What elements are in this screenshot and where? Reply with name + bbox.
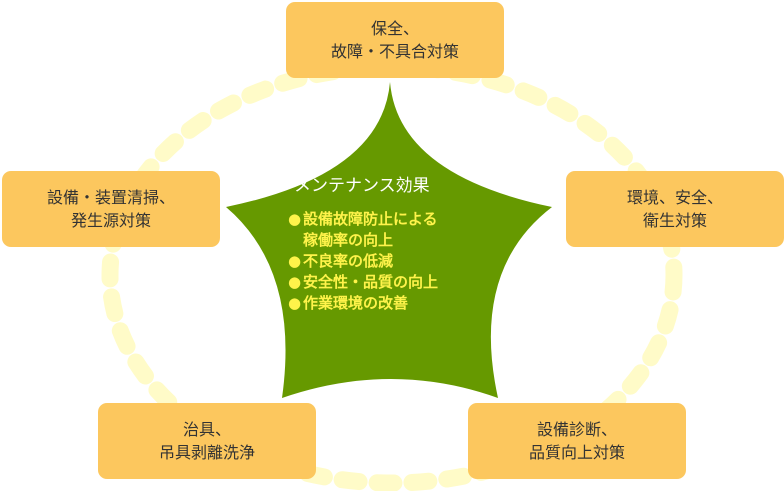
box-jig-cleaning: 治具、 吊具剥離洗浄	[98, 403, 316, 479]
effect-line: 設備故障防止による	[303, 210, 438, 228]
box-maintenance-failure: 保全、 故障・不具合対策	[286, 2, 504, 78]
bullet-icon: ●	[288, 273, 302, 291]
effects-list: ●設備故障防止による 稼働率の向上 ●不良率の低減 ●安全性・品質の向上 ●作業…	[288, 209, 508, 314]
box-equipment-cleaning: 設備・装置清掃、 発生源対策	[2, 171, 220, 247]
effect-line-continued: 稼働率の向上	[303, 231, 394, 249]
box-top-line1: 保全、	[370, 19, 419, 38]
box-right-line1: 環境、安全、	[626, 188, 723, 207]
bullet-icon: ●	[288, 252, 302, 270]
effect-line: 作業環境の改善	[303, 294, 409, 312]
effect-item-defect-reduction: ●不良率の低減	[288, 251, 508, 272]
box-left-line1: 設備・装置清掃、	[46, 188, 175, 207]
center-panel: メンテナンス効果 ●設備故障防止による 稼働率の向上 ●不良率の低減 ●安全性・…	[288, 175, 508, 314]
box-left-line2: 発生源対策	[70, 211, 151, 230]
bullet-icon: ●	[288, 294, 302, 312]
effect-line: 不良率の低減	[303, 252, 394, 270]
green-curved-pentagon	[226, 82, 552, 398]
effect-line: 安全性・品質の向上	[303, 273, 439, 291]
box-bottom-left-line2: 吊具剥離洗浄	[158, 443, 255, 462]
box-right-line2: 衛生対策	[642, 211, 707, 230]
box-environment-safety: 環境、安全、 衛生対策	[566, 171, 784, 247]
box-top-line2: 故障・不具合対策	[330, 42, 459, 61]
effect-item-safety-quality: ●安全性・品質の向上	[288, 272, 508, 293]
effect-item-failure-prevention: ●設備故障防止による 稼働率の向上	[288, 209, 508, 251]
box-bottom-left-line1: 治具、	[182, 420, 231, 439]
center-title: メンテナンス効果	[294, 176, 430, 196]
box-bottom-right-line1: 設備診断、	[536, 420, 617, 439]
box-equipment-diagnosis: 設備診断、 品質向上対策	[468, 403, 686, 479]
effect-item-work-environment: ●作業環境の改善	[288, 293, 508, 314]
box-bottom-right-line2: 品質向上対策	[528, 443, 625, 462]
bullet-icon: ●	[288, 210, 302, 228]
